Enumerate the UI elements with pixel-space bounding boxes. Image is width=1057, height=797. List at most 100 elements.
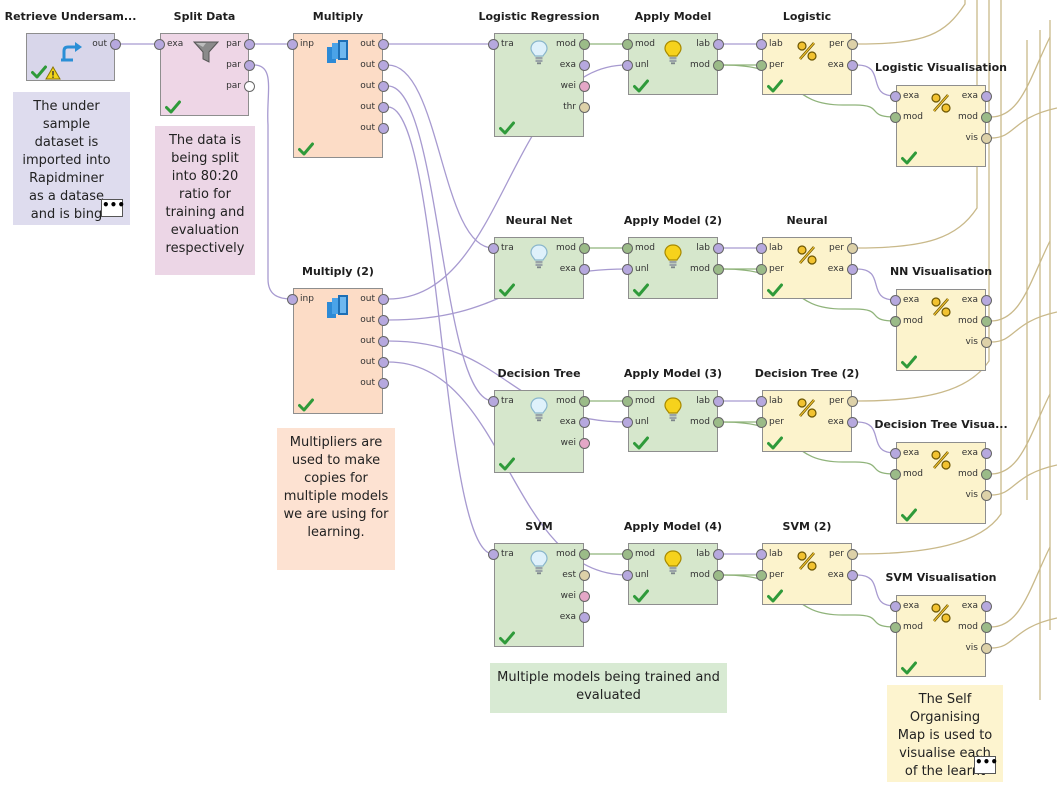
output-port-out[interactable] xyxy=(378,80,389,92)
output-port-wei[interactable] xyxy=(579,437,590,449)
note-som[interactable]: The Self Organising Map is used to visua… xyxy=(887,685,1003,782)
input-port-unl[interactable] xyxy=(622,59,633,71)
input-port-inp[interactable] xyxy=(287,38,298,50)
input-port-lab[interactable] xyxy=(756,548,767,560)
input-port-exa[interactable] xyxy=(154,38,165,50)
output-port-per[interactable] xyxy=(847,38,858,50)
input-port-unl[interactable] xyxy=(622,569,633,581)
note-multiply[interactable]: Multipliers are used to make copies for … xyxy=(277,428,395,570)
output-port-exa[interactable] xyxy=(847,59,858,71)
output-port-exa[interactable] xyxy=(579,611,590,623)
operator-vis3[interactable] xyxy=(896,442,986,524)
input-port-mod[interactable] xyxy=(890,315,901,327)
output-port-mod[interactable] xyxy=(579,242,590,254)
output-port-exa[interactable] xyxy=(981,600,992,612)
operator-vis1[interactable] xyxy=(896,85,986,167)
note-models[interactable]: Multiple models being trained and evalua… xyxy=(490,663,727,713)
output-port-mod[interactable] xyxy=(713,59,724,71)
output-port-out[interactable] xyxy=(378,335,389,347)
input-port-lab[interactable] xyxy=(756,395,767,407)
output-port-exa[interactable] xyxy=(981,90,992,102)
input-port-exa[interactable] xyxy=(890,90,901,102)
operator-multiply[interactable] xyxy=(293,33,383,158)
output-port-exa[interactable] xyxy=(981,294,992,306)
input-port-per[interactable] xyxy=(756,416,767,428)
output-port-out[interactable] xyxy=(378,377,389,389)
output-port-per[interactable] xyxy=(847,395,858,407)
note-retrieve[interactable]: The under sample dataset is imported int… xyxy=(13,92,130,225)
input-port-exa[interactable] xyxy=(890,294,901,306)
output-port-vis[interactable] xyxy=(981,489,992,501)
output-port-lab[interactable] xyxy=(713,242,724,254)
output-port-out[interactable] xyxy=(378,59,389,71)
output-port-exa[interactable] xyxy=(579,263,590,275)
output-port-out[interactable] xyxy=(378,38,389,50)
input-port-mod[interactable] xyxy=(890,111,901,123)
output-port-exa[interactable] xyxy=(579,59,590,71)
output-port-thr[interactable] xyxy=(579,101,590,113)
input-port-mod[interactable] xyxy=(622,395,633,407)
output-port-out[interactable] xyxy=(378,356,389,368)
output-port-out[interactable] xyxy=(378,122,389,134)
output-port-est[interactable] xyxy=(579,569,590,581)
input-port-mod[interactable] xyxy=(890,468,901,480)
input-port-exa[interactable] xyxy=(890,600,901,612)
output-port-out[interactable] xyxy=(378,293,389,305)
input-port-tra[interactable] xyxy=(488,242,499,254)
input-port-tra[interactable] xyxy=(488,395,499,407)
output-port-lab[interactable] xyxy=(713,38,724,50)
note-split[interactable]: The data is being split into 80:20 ratio… xyxy=(155,126,255,275)
input-port-tra[interactable] xyxy=(488,38,499,50)
output-port-per[interactable] xyxy=(847,242,858,254)
output-port-mod[interactable] xyxy=(713,416,724,428)
input-port-per[interactable] xyxy=(756,59,767,71)
input-port-mod[interactable] xyxy=(622,242,633,254)
output-port-exa[interactable] xyxy=(847,263,858,275)
output-port-exa[interactable] xyxy=(579,416,590,428)
input-port-mod[interactable] xyxy=(622,38,633,50)
output-port-mod[interactable] xyxy=(713,569,724,581)
output-port-vis[interactable] xyxy=(981,132,992,144)
input-port-lab[interactable] xyxy=(756,38,767,50)
output-port-wei[interactable] xyxy=(579,80,590,92)
output-port-out[interactable] xyxy=(110,38,121,50)
output-port-mod[interactable] xyxy=(579,548,590,560)
input-port-mod[interactable] xyxy=(622,548,633,560)
operator-vis4[interactable] xyxy=(896,595,986,677)
output-port-lab[interactable] xyxy=(713,395,724,407)
operator-vis2[interactable] xyxy=(896,289,986,371)
output-port-wei[interactable] xyxy=(579,590,590,602)
input-port-inp[interactable] xyxy=(287,293,298,305)
input-port-mod[interactable] xyxy=(890,621,901,633)
output-port-mod[interactable] xyxy=(579,395,590,407)
output-port-exa[interactable] xyxy=(847,569,858,581)
more-button[interactable]: ••• xyxy=(974,756,998,774)
output-port-lab[interactable] xyxy=(713,548,724,560)
input-port-per[interactable] xyxy=(756,263,767,275)
output-port-exa[interactable] xyxy=(981,447,992,459)
output-port-out[interactable] xyxy=(378,314,389,326)
output-port-mod[interactable] xyxy=(713,263,724,275)
output-port-out[interactable] xyxy=(378,101,389,113)
input-port-unl[interactable] xyxy=(622,263,633,275)
input-port-unl[interactable] xyxy=(622,416,633,428)
more-button[interactable]: ••• xyxy=(101,199,125,217)
output-port-par[interactable] xyxy=(244,80,255,92)
input-port-exa[interactable] xyxy=(890,447,901,459)
output-port-mod[interactable] xyxy=(981,111,992,123)
output-port-vis[interactable] xyxy=(981,642,992,654)
output-port-vis[interactable] xyxy=(981,336,992,348)
output-port-mod[interactable] xyxy=(981,468,992,480)
output-port-per[interactable] xyxy=(847,548,858,560)
input-port-per[interactable] xyxy=(756,569,767,581)
output-port-par[interactable] xyxy=(244,38,255,50)
operator-svm[interactable] xyxy=(494,543,584,647)
output-port-mod[interactable] xyxy=(981,315,992,327)
output-port-mod[interactable] xyxy=(981,621,992,633)
input-port-tra[interactable] xyxy=(488,548,499,560)
output-port-par[interactable] xyxy=(244,59,255,71)
output-port-exa[interactable] xyxy=(847,416,858,428)
input-port-lab[interactable] xyxy=(756,242,767,254)
output-port-mod[interactable] xyxy=(579,38,590,50)
